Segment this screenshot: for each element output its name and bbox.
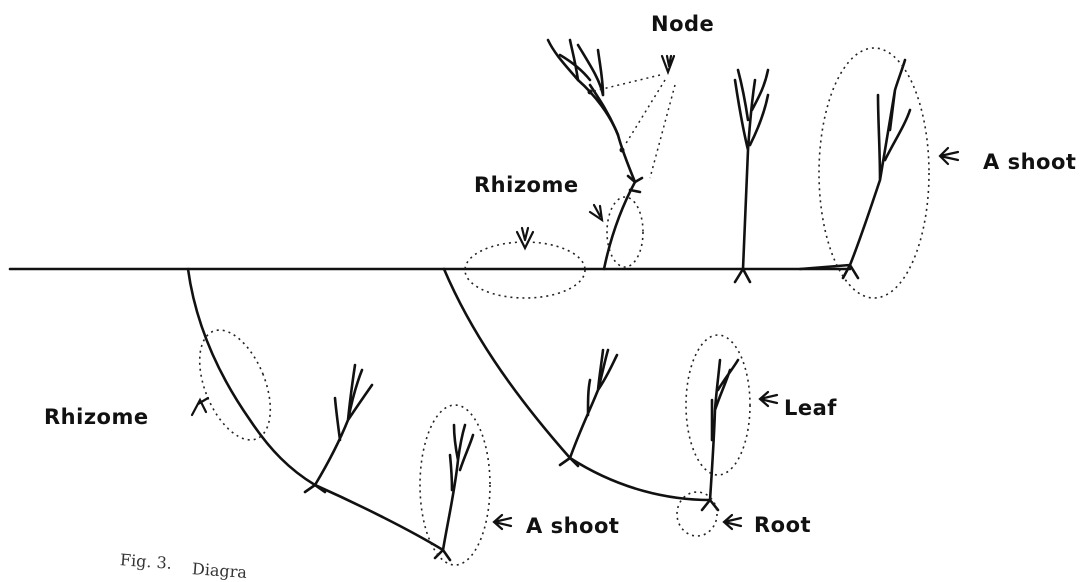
label-rhizome-left: Rhizome [44,405,149,429]
figure-caption-text: Diagra [191,559,247,582]
shoot-left-branch [305,365,372,492]
shoot-middle-branch [560,350,617,466]
label-node: Node [651,12,714,36]
arrow-shoot-right-icon [940,148,958,164]
label-a-shoot-bottom: A shoot [526,514,619,538]
shoot-right [800,60,910,278]
shoot-left-end [435,425,473,560]
shoot-stem-node [548,40,635,269]
rhizome-branch-left [188,269,443,550]
label-rhizome-top: Rhizome [474,173,579,197]
arrow-rhizome-left-icon [192,398,208,415]
shoot-leaf [702,360,738,510]
label-leaf: Leaf [784,396,837,420]
node-dot-2 [620,148,625,153]
arrow-rhizome-node-icon [590,205,602,220]
label-root: Root [754,513,811,537]
arrow-node-icon [662,56,674,72]
shoot-base-outline-node [607,197,643,267]
node-pointer-2 [625,80,665,145]
figure-caption-number: Fig. 3. [119,550,172,573]
arrow-rhizome-top-icon [517,228,533,248]
arrow-root-icon [724,515,741,529]
rhizome-outline-left [185,320,284,450]
label-a-shoot-right: A shoot [983,150,1076,174]
shoot-middle [735,70,768,282]
shoot-outline-right [819,48,929,298]
arrow-leaf-icon [760,392,777,406]
node-pointer-3 [650,85,675,178]
arrow-shoot-bottom-icon [494,515,511,529]
